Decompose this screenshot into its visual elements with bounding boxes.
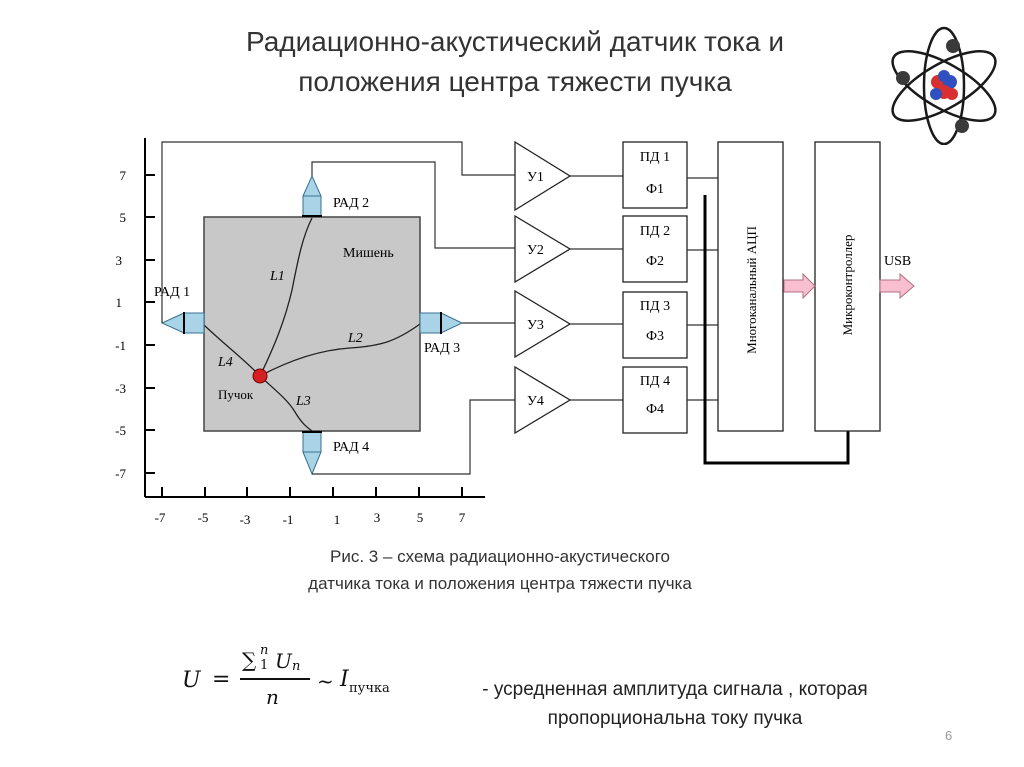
amplifier-u1 bbox=[514, 140, 572, 212]
arrow-mcu-to-usb bbox=[879, 272, 915, 300]
caption-line-2: датчика тока и положения центра тяжести … bbox=[308, 574, 692, 593]
detector-pd-2: ПД 2 bbox=[640, 224, 670, 239]
description-line-2: пропорциональна току пучка bbox=[547, 708, 803, 729]
sensor-rad2 bbox=[302, 195, 322, 217]
adc-block bbox=[717, 141, 784, 432]
wire-rad4 bbox=[312, 399, 515, 475]
mcu-label: Микроконтроллер bbox=[840, 235, 855, 336]
amplifier-label-u2: У2 bbox=[527, 243, 544, 258]
sensor-label-rad2: РАД 2 bbox=[333, 196, 369, 211]
path-l3 bbox=[259, 375, 313, 432]
description-line-1: - усредненная амплитуда сигнала , котора… bbox=[482, 679, 868, 700]
detector-pd-1: ПД 1 bbox=[640, 150, 670, 165]
wire-rad2 bbox=[311, 161, 515, 249]
sensor-rad3 bbox=[419, 312, 442, 334]
slide-title: Радиационно-акустический датчик тока и п… bbox=[150, 22, 880, 102]
atom-icon bbox=[891, 26, 997, 145]
formula: U = ∑ n 1 U n n ~ I пучка bbox=[180, 643, 430, 723]
formula-num-sub: n bbox=[292, 659, 301, 674]
adc-label: Многоканальный АЦП bbox=[744, 226, 759, 354]
y-tick-label: -5 bbox=[115, 423, 126, 438]
x-tick-label: 5 bbox=[417, 510, 424, 525]
sensor-rad4 bbox=[302, 431, 322, 453]
amplifier-label-u4: У4 bbox=[527, 394, 544, 409]
detector-pd-3: ПД 3 bbox=[640, 299, 670, 314]
path-l2 bbox=[259, 323, 421, 377]
detector-f-2: Ф2 bbox=[646, 254, 664, 269]
y-tick-label: 5 bbox=[120, 210, 127, 225]
amplifier-u4 bbox=[514, 365, 572, 435]
path-label-l2: L2 bbox=[347, 331, 363, 346]
path-l1 bbox=[259, 217, 313, 377]
sensor-label-rad1: РАД 1 bbox=[154, 285, 190, 300]
sensor-label-rad3: РАД 3 bbox=[424, 341, 460, 356]
fraction-bar bbox=[240, 678, 310, 680]
title-line-2: положения центра тяжести пучка bbox=[298, 66, 732, 97]
x-tick-label: -1 bbox=[283, 512, 294, 527]
sensor-label-rad4: РАД 4 bbox=[333, 440, 369, 455]
target-label: Мишень bbox=[343, 246, 394, 261]
control-bus bbox=[703, 195, 850, 465]
formula-rhs: I bbox=[340, 667, 349, 692]
formula-denominator: n bbox=[266, 685, 279, 709]
y-tick-label: 1 bbox=[116, 295, 123, 310]
formula-sum-symbol: ∑ bbox=[242, 648, 257, 672]
x-tick-label: -5 bbox=[198, 510, 209, 525]
x-tick-label: -3 bbox=[240, 512, 251, 527]
amplifier-u3 bbox=[514, 289, 572, 359]
detector-f-3: Ф3 bbox=[646, 329, 664, 344]
formula-num-var: U bbox=[275, 649, 292, 673]
path-label-l4: L4 bbox=[217, 355, 233, 370]
formula-approx: ~ bbox=[317, 669, 334, 693]
y-tick-label: 3 bbox=[116, 253, 123, 268]
detector-f-1: Ф1 bbox=[646, 182, 664, 197]
beam-label: Пучок bbox=[218, 387, 254, 402]
amplifier-u2 bbox=[514, 214, 572, 284]
formula-eq: = bbox=[212, 667, 231, 692]
formula-sum-lower: 1 bbox=[260, 658, 269, 673]
y-tick-label: -7 bbox=[115, 466, 126, 481]
wire-rad1 bbox=[161, 141, 515, 323]
figure-caption: Рис. 3 – схема радиационно-акустического… bbox=[250, 543, 750, 597]
detector-box-4 bbox=[622, 366, 688, 434]
detector-box-1 bbox=[622, 141, 688, 209]
arrow-adc-to-mcu bbox=[783, 272, 816, 300]
x-tick-label: 1 bbox=[334, 512, 341, 527]
detector-f-4: Ф4 bbox=[646, 402, 664, 417]
sensor-block-diagram: 7 5 3 1 -1 -3 -5 -7 -7 -5 -3 -1 1 3 5 7 … bbox=[115, 138, 915, 527]
formula-lhs: U bbox=[182, 668, 201, 693]
path-label-l1: L1 bbox=[269, 269, 285, 284]
x-tick-label: 3 bbox=[374, 510, 381, 525]
detector-pd-4: ПД 4 bbox=[640, 374, 670, 389]
usb-label: USB bbox=[884, 254, 911, 269]
title-line-1: Радиационно-акустический датчик тока и bbox=[245, 26, 784, 57]
amplifier-label-u3: У3 bbox=[527, 318, 544, 333]
amplifier-label-u1: У1 bbox=[527, 170, 544, 185]
page-number: 6 bbox=[945, 728, 953, 743]
x-tick-label: 7 bbox=[459, 510, 466, 525]
mcu-block bbox=[814, 141, 881, 432]
detector-box-2 bbox=[622, 215, 688, 283]
formula-rhs-sub: пучка bbox=[349, 681, 390, 696]
path-label-l3: L3 bbox=[295, 394, 311, 409]
beam-spot bbox=[252, 368, 268, 384]
formula-description: - усредненная амплитуда сигнала , котора… bbox=[415, 675, 935, 733]
y-tick-label: 7 bbox=[120, 168, 127, 183]
caption-line-1: Рис. 3 – схема радиационно-акустического bbox=[330, 547, 670, 566]
sensor-rad1 bbox=[183, 312, 205, 334]
y-tick-label: -1 bbox=[115, 338, 126, 353]
formula-sum-upper: n bbox=[260, 643, 269, 658]
y-tick-label: -3 bbox=[115, 381, 126, 396]
x-tick-label: -7 bbox=[155, 510, 166, 525]
